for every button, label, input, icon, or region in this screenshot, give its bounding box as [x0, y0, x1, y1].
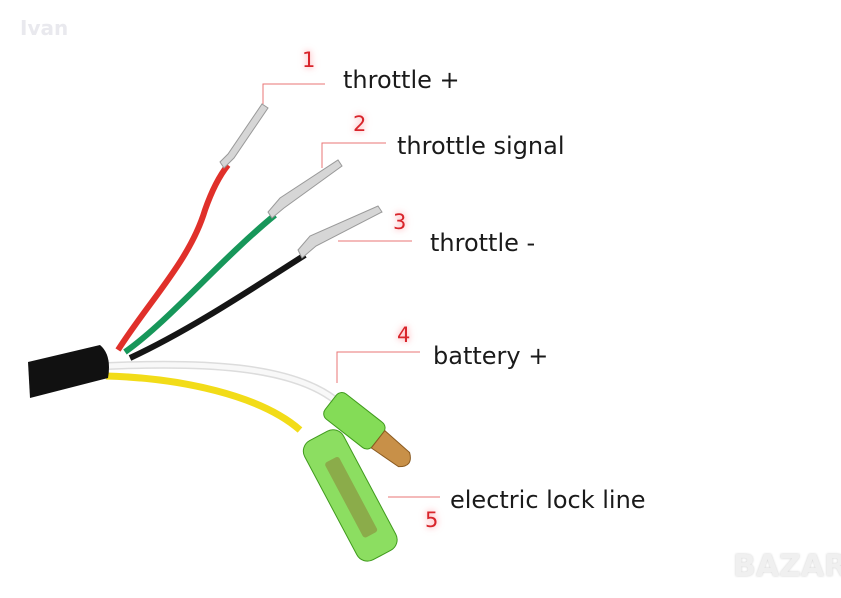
watermark-ivan: Ivan [20, 16, 69, 40]
label-number-4: 4 [397, 323, 411, 347]
label-number-5: 5 [425, 508, 439, 532]
green-terminal [267, 159, 343, 219]
yellow-wire [105, 372, 303, 433]
green-wire [123, 212, 277, 355]
leader-line-4 [336, 351, 420, 383]
leader-line-1 [262, 83, 325, 104]
red-terminal [219, 103, 269, 169]
leader-line-2 [321, 142, 386, 168]
red-wire [115, 163, 231, 352]
black-wire [128, 252, 307, 361]
label-electric-lock-line: electric lock line [450, 486, 646, 514]
label-throttle-plus: throttle + [343, 66, 460, 94]
cable-sheath [28, 345, 109, 398]
label-number-1: 1 [302, 48, 316, 72]
watermark-bazar: BAZAR [733, 549, 841, 584]
label-throttle-signal: throttle signal [397, 132, 565, 160]
black-terminal [297, 205, 383, 259]
label-throttle-minus: throttle - [430, 229, 536, 257]
battery-bullet-terminal [370, 429, 411, 468]
label-number-3: 3 [393, 210, 407, 234]
label-number-2: 2 [353, 112, 367, 136]
lock-line-inner-terminal [325, 456, 378, 538]
white-wire-core [107, 362, 337, 402]
label-battery-plus: battery + [433, 342, 549, 370]
